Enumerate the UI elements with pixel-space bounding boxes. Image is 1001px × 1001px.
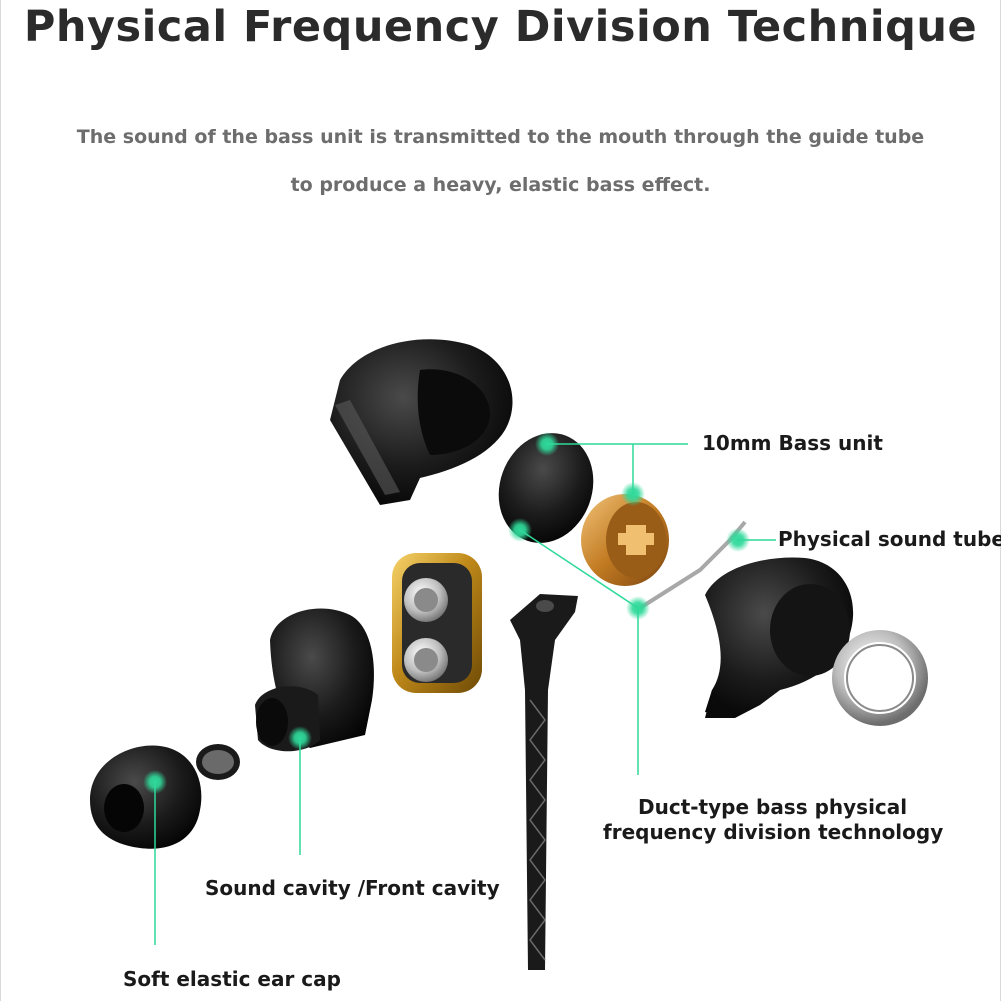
front-cavity-shell xyxy=(255,608,374,752)
callout-dot-duct-tube xyxy=(626,596,650,620)
subtitle-line-1: The sound of the bass unit is transmitte… xyxy=(76,126,925,148)
label-sound-cavity: Sound cavity /Front cavity xyxy=(205,876,500,900)
page-title: Physical Frequency Division Technique xyxy=(23,2,978,52)
balanced-armature-unit xyxy=(392,553,482,693)
label-duct-line-1: Duct-type bass physical xyxy=(638,795,908,819)
callout-dot-sound-cavity xyxy=(288,726,312,750)
rear-shell-top xyxy=(330,339,513,505)
callout-dot-ear-cap xyxy=(143,770,167,794)
mesh-filter xyxy=(196,744,240,780)
callout-line-duct-disc xyxy=(519,529,639,609)
ear-cap xyxy=(90,745,202,849)
callout-dot-sound-tube xyxy=(726,528,750,552)
bass-driver xyxy=(581,494,669,586)
label-duct-line-2: frequency division technology xyxy=(603,820,944,844)
bass-unit-disc xyxy=(498,433,594,543)
subtitle-line-2: to produce a heavy, elastic bass effect. xyxy=(290,174,711,196)
callout-dot-duct-disc xyxy=(508,518,532,542)
silver-ring xyxy=(832,630,928,726)
callout-dots xyxy=(143,432,750,794)
callout-dot-bass-unit xyxy=(535,432,559,456)
callout-dot-bass-driver xyxy=(621,482,645,506)
label-bass-unit: 10mm Bass unit xyxy=(702,431,883,455)
label-ear-cap: Soft elastic ear cap xyxy=(123,967,341,991)
cable xyxy=(510,594,578,970)
rear-shell-right xyxy=(705,557,854,718)
callout-lines xyxy=(154,443,776,945)
label-sound-tube: Physical sound tube xyxy=(778,527,1001,551)
